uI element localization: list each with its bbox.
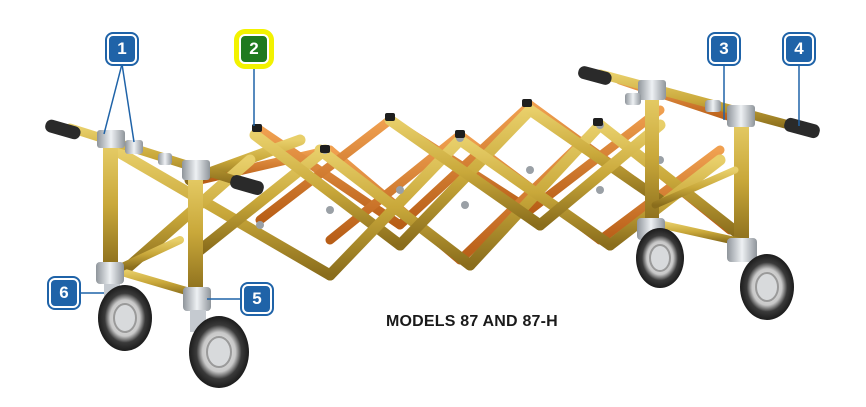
callout-2[interactable]: 2 bbox=[239, 34, 269, 64]
caster-wheel-front-left bbox=[98, 285, 152, 351]
callout-leader-lines bbox=[79, 63, 800, 300]
caster-wheel-rear-right bbox=[740, 254, 794, 320]
callout-5[interactable]: 5 bbox=[242, 284, 272, 314]
models-caption: MODELS 87 AND 87-H bbox=[386, 313, 558, 330]
callout-3[interactable]: 3 bbox=[709, 34, 739, 64]
left-end-assembly bbox=[45, 119, 264, 332]
callout-1[interactable]: 1 bbox=[107, 34, 137, 64]
caster-wheel-rear-left bbox=[189, 316, 249, 388]
callout-6[interactable]: 6 bbox=[49, 278, 79, 308]
lattice-caps bbox=[252, 99, 603, 153]
callout-4[interactable]: 4 bbox=[784, 34, 814, 64]
caster-wheel-front-right bbox=[636, 228, 684, 288]
